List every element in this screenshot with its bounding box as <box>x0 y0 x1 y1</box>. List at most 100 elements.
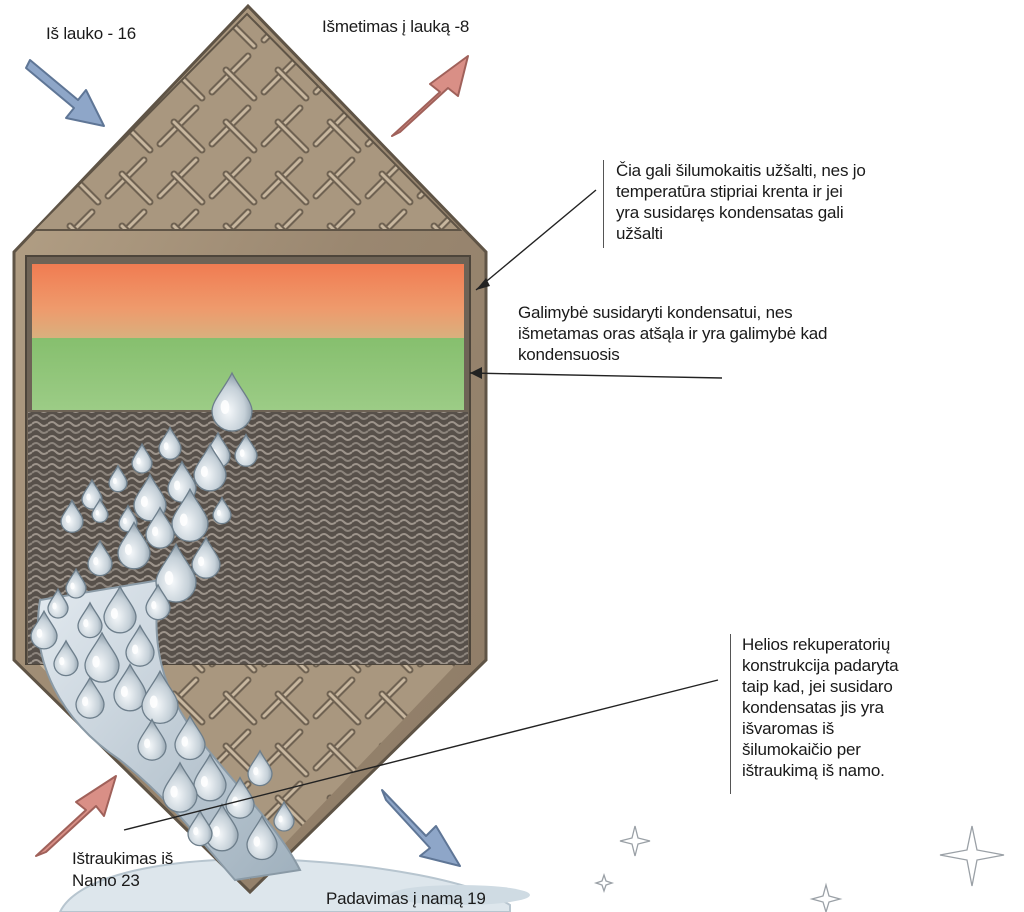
sparkle-decorations <box>593 825 1005 912</box>
water-droplet <box>75 676 105 719</box>
water-droplet-highlight <box>70 582 75 590</box>
water-droplet-highlight <box>164 571 174 585</box>
note-helios-line: taip kad, jei susidaro <box>742 677 893 696</box>
pointer-condensation <box>469 372 723 379</box>
water-droplet-highlight <box>59 657 65 666</box>
water-droplet <box>174 714 206 761</box>
water-droplet <box>81 478 103 510</box>
water-droplet-highlight <box>144 738 151 749</box>
water-droplet-highlight <box>124 544 132 556</box>
water-droplet <box>113 662 147 712</box>
water-droplet <box>193 752 227 802</box>
water-droplet-highlight <box>110 608 118 620</box>
water-droplet <box>65 567 87 599</box>
water-droplet <box>155 542 197 603</box>
note-freeze-line: temperatūra stipriai krenta ir jei <box>616 182 843 201</box>
water-droplet-highlight <box>239 449 245 457</box>
water-droplet <box>133 472 167 522</box>
note-freeze-line: yra susidaręs kondensatas gali <box>616 203 844 222</box>
note-condensation-line: Galimybė susidaryti kondensatui, nes <box>518 303 793 322</box>
water-droplet-highlight <box>149 695 158 709</box>
warm-zone-band <box>32 264 464 338</box>
water-droplet-highlight <box>220 400 230 414</box>
note-freeze-line: užšalti <box>616 224 663 243</box>
water-droplet-highlight <box>151 601 157 610</box>
arrow-extract-home <box>35 775 117 857</box>
water-droplet <box>108 464 128 493</box>
water-droplet-highlight <box>253 767 259 776</box>
water-droplet <box>212 496 232 525</box>
water-droplet <box>137 718 167 761</box>
label-extract-home-line2: Namo 23 <box>72 871 140 890</box>
water-droplet-highlight <box>193 827 199 836</box>
condensate-droplets <box>30 371 295 861</box>
note-freeze-line: Čia gali šilumokaitis užšalti, nes jo <box>616 161 866 180</box>
note-helios-line: kondensatas jis yra <box>742 698 884 717</box>
note-freeze-bar <box>603 160 605 248</box>
water-droplet <box>103 584 137 634</box>
note-helios-line: išvaromas iš <box>742 719 835 738</box>
water-droplet <box>247 749 273 787</box>
water-droplet <box>158 425 182 460</box>
water-droplet-highlight <box>170 785 178 798</box>
water-droplet-highlight <box>253 836 261 847</box>
note-condensation-line: išmetamas oras atšąla ir yra galimybė ka… <box>518 324 828 343</box>
note-condensation: Galimybė susidaryti kondensatui, nes išm… <box>518 302 827 365</box>
water-droplet-highlight <box>140 496 148 508</box>
water-droplet <box>171 487 209 543</box>
water-droplet <box>87 539 113 577</box>
water-droplet <box>145 506 175 549</box>
water-droplet-highlight <box>83 619 89 628</box>
top-weave-panel <box>34 14 460 230</box>
water-droplet <box>30 609 58 650</box>
water-droplet-highlight <box>92 655 100 668</box>
water-droplet-highlight <box>82 696 89 707</box>
water-droplet-highlight <box>122 517 127 525</box>
water-droplet <box>84 631 120 683</box>
water-droplet-highlight <box>93 557 99 566</box>
water-droplet <box>191 536 221 579</box>
label-supply-home: Padavimas į namą 19 <box>326 889 486 908</box>
water-droplet-highlight <box>179 513 188 527</box>
water-droplet <box>77 601 103 639</box>
water-droplet-highlight <box>95 510 99 516</box>
water-droplet <box>141 669 179 725</box>
water-droplet <box>117 520 151 570</box>
water-droplet-highlight <box>152 526 159 537</box>
arrow-exhaust-outside <box>391 55 469 137</box>
water-droplet-highlight <box>65 515 71 523</box>
note-helios-bar <box>730 634 732 794</box>
water-droplet <box>187 809 213 847</box>
label-exhaust-outside: Išmetimas į lauką -8 <box>322 17 470 36</box>
water-droplet <box>225 776 255 819</box>
water-droplet <box>91 497 109 523</box>
note-helios-line: Helios rekuperatorių <box>742 635 891 654</box>
water-droplet-highlight <box>86 493 91 501</box>
water-droplet <box>47 587 69 619</box>
water-droplet <box>246 814 278 861</box>
note-helios-line: šilumokaičio per <box>742 740 861 759</box>
water-droplet-highlight <box>120 686 128 698</box>
pointer-helios <box>123 679 719 831</box>
note-helios-line: ištraukimą iš namo. <box>742 761 885 780</box>
arrow-supply-home <box>381 789 461 867</box>
water-puddle-ripple <box>390 885 530 905</box>
water-droplet-highlight <box>278 815 283 823</box>
note-condensation-line: kondensuosis <box>518 345 620 364</box>
label-extract-home-line1: Ištraukimas iš <box>72 849 174 868</box>
water-droplet <box>162 761 198 813</box>
note-freeze: Čia gali šilumokaitis užšalti, nes jo te… <box>616 160 866 244</box>
water-droplet-highlight <box>52 602 57 610</box>
water-droplet-highlight <box>163 442 169 450</box>
water-droplet-highlight <box>181 736 189 747</box>
water-droplet <box>131 442 153 474</box>
water-droplet <box>145 583 171 621</box>
note-helios-line: konstrukcija padaryta <box>742 656 899 675</box>
water-droplet <box>60 498 84 533</box>
water-droplet <box>125 624 155 667</box>
label-from-outside: Iš lauko - 16 <box>46 24 137 43</box>
water-droplet <box>273 800 295 832</box>
water-droplet-highlight <box>200 776 208 788</box>
water-droplet <box>234 432 258 467</box>
